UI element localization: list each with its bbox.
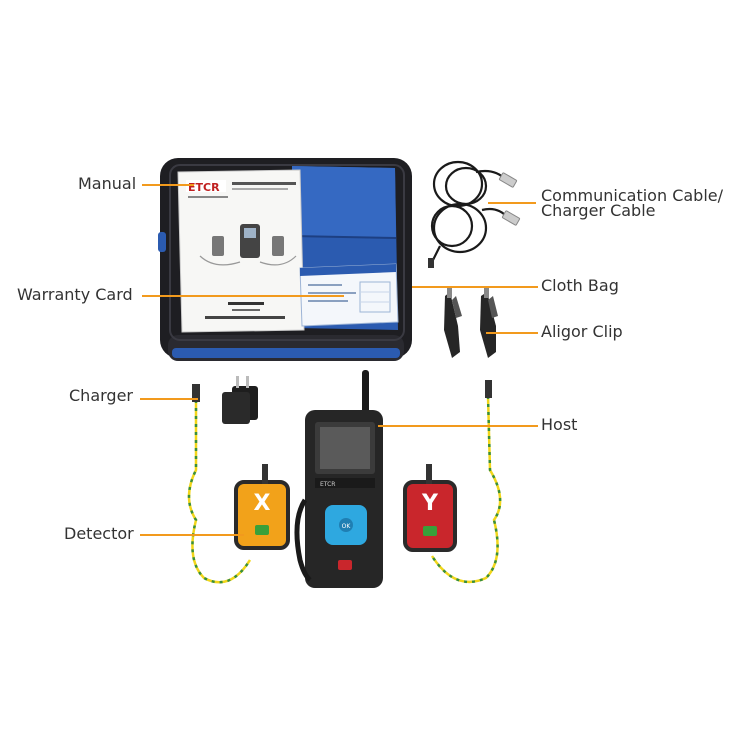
usb-plug-top (498, 172, 518, 188)
right-probe-cable (430, 395, 502, 584)
usb-cable-icon (430, 160, 509, 263)
host-device: ETCR OK (294, 370, 383, 588)
detector-y-letter: Y (421, 491, 439, 516)
manual-booklet: ETCR (177, 169, 305, 333)
leader-charger (140, 398, 198, 400)
detector-x: X (234, 464, 290, 550)
left-probe-cable (187, 400, 252, 584)
warranty-card (299, 263, 399, 327)
manual-brand-text: ETCR (188, 181, 220, 194)
label-host: Host (541, 415, 578, 434)
usb-plug-bottom (501, 210, 521, 226)
leader-aligor-clip (486, 332, 538, 334)
charger-plug-icon (222, 376, 258, 424)
detector-y: Y (403, 464, 457, 552)
leader-warranty-card (142, 295, 344, 297)
label-manual: Manual (78, 174, 137, 193)
leader-manual (142, 184, 194, 186)
label-warranty-card: Warranty Card (17, 285, 133, 304)
leader-detector (140, 534, 244, 536)
alligator-clip-icon (444, 286, 462, 358)
label-detector: Detector (64, 524, 134, 543)
right-probe-tip (485, 380, 492, 398)
leader-host (378, 425, 538, 427)
label-cloth-bag: Cloth Bag (541, 276, 619, 295)
label-communication-cable: Communication Cable/ (541, 186, 724, 205)
cable-end-connector (428, 258, 434, 268)
leader-cloth-bag (412, 286, 538, 288)
label-charger: Charger (69, 386, 133, 405)
alligator-clip-icon-2 (480, 286, 498, 358)
label-charger-cable: Charger Cable (541, 201, 656, 220)
detector-x-letter: X (254, 491, 271, 516)
host-brand-text: ETCR (320, 481, 335, 488)
host-ok-text: OK (342, 523, 352, 530)
leader-communication-cable (488, 202, 536, 204)
label-aligor-clip: Aligor Clip (541, 322, 623, 341)
antenna-icon (362, 370, 369, 416)
left-probe-tip (192, 384, 200, 402)
